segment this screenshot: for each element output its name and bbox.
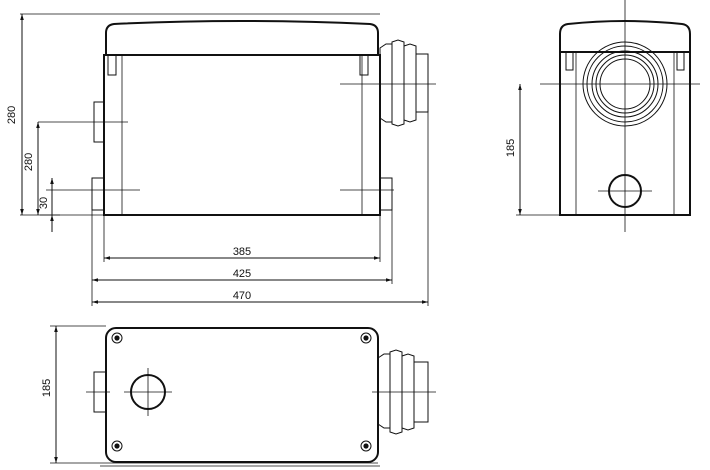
dim-depth: 185	[41, 379, 53, 397]
dim-inlet-height: 280	[23, 153, 35, 171]
dim-low-inlet-height: 30	[38, 197, 50, 209]
top-screws	[111, 332, 372, 452]
front-body	[103, 54, 381, 216]
front-view	[20, 13, 436, 216]
side-view	[516, 0, 700, 232]
front-inlet-right	[379, 177, 393, 211]
top-outlet-connector	[372, 349, 436, 435]
dim-total-height: 280	[6, 106, 18, 124]
front-clip-right	[359, 54, 369, 76]
side-dimensions: 185	[505, 84, 522, 215]
dim-outlet-height: 185	[505, 139, 517, 157]
dim-width-c: 470	[233, 290, 251, 302]
top-dimensions: 185	[41, 326, 58, 463]
front-lid	[105, 20, 379, 56]
front-clip-left	[107, 54, 117, 76]
front-horizontal-dimensions: 385 425 470	[91, 112, 429, 306]
front-vertical-dimensions: 280 280 30	[6, 14, 54, 232]
dim-width-a: 385	[233, 246, 251, 258]
dim-width-b: 425	[233, 268, 251, 280]
front-inlet-lower	[91, 177, 105, 211]
top-view	[50, 325, 436, 467]
top-body	[105, 327, 379, 463]
front-outlet-connector	[340, 39, 436, 127]
side-lid	[559, 20, 691, 53]
